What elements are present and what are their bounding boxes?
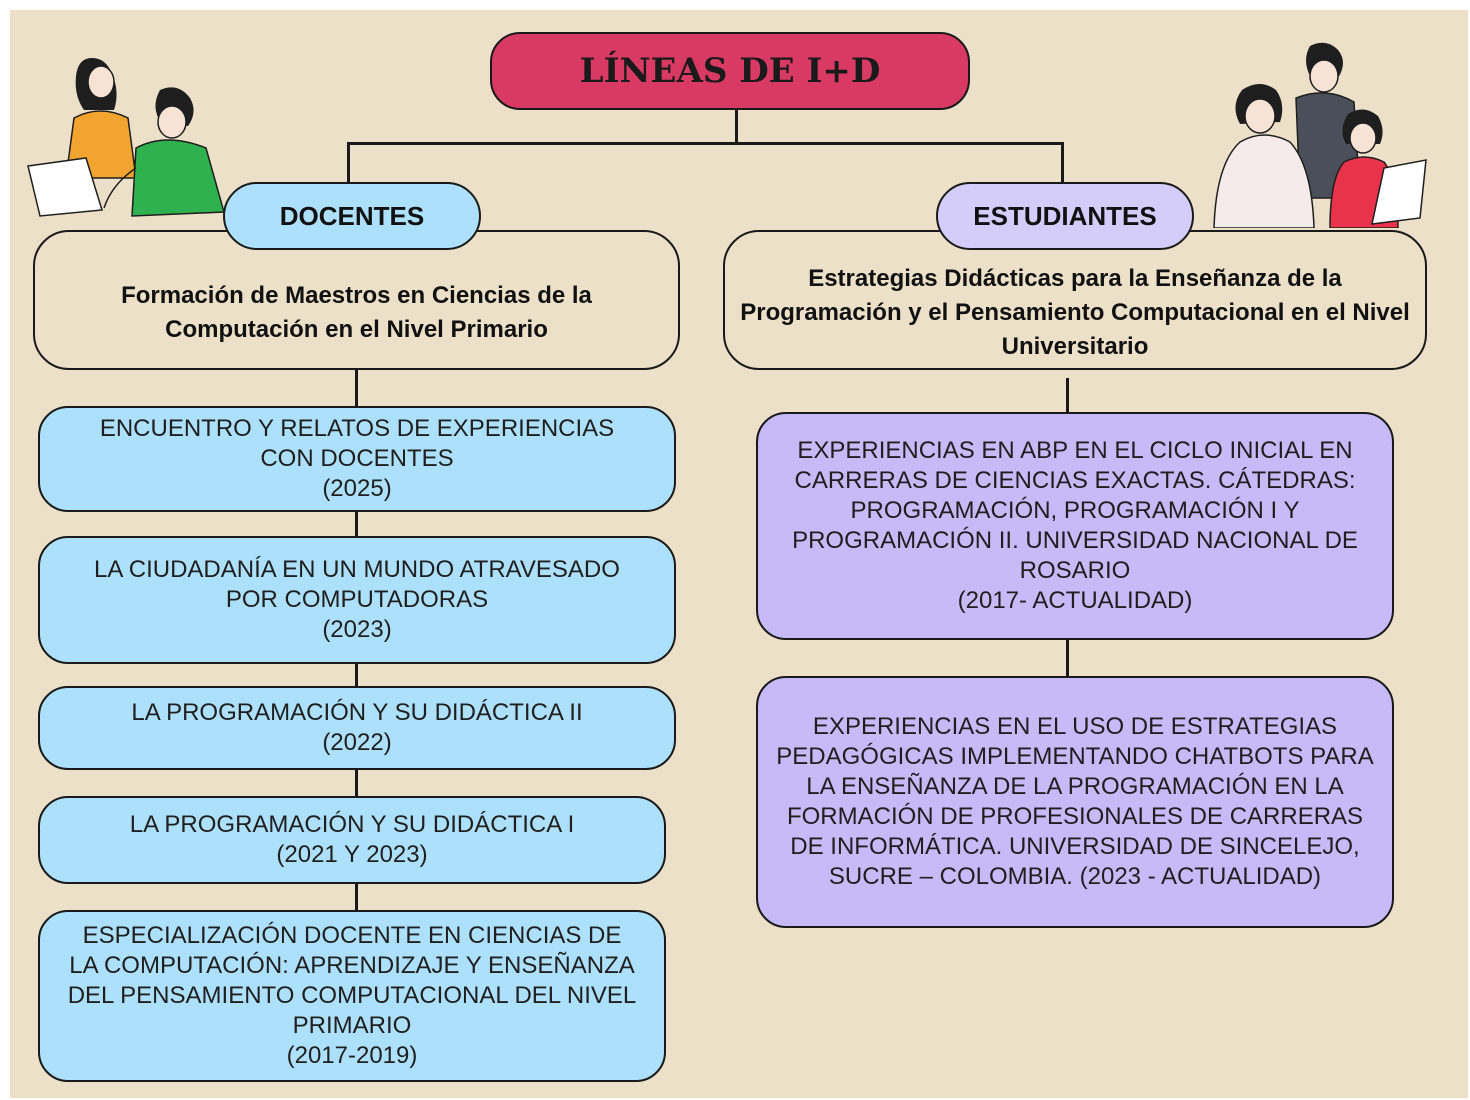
docentes-item: LA PROGRAMACIÓN Y SU DIDÁCTICA II (2022) [38, 686, 676, 770]
estudiantes-topic: Estrategias Didácticas para la Enseñanza… [723, 230, 1427, 370]
docentes-item: ESPECIALIZACIÓN DOCENTE EN CIENCIAS DE L… [38, 910, 666, 1082]
item-text: LA PROGRAMACIÓN Y SU DIDÁCTICA I [129, 811, 575, 838]
item-text: LA PROGRAMACIÓN Y SU DIDÁCTICA II [131, 699, 583, 726]
connector-line [355, 510, 358, 538]
connector-line [355, 368, 358, 408]
diagram-title: LÍNEAS DE I+D [490, 32, 970, 110]
docentes-topic: Formación de Maestros en Ciencias de la … [33, 230, 680, 370]
docentes-item: LA PROGRAMACIÓN Y SU DIDÁCTICA I (2021 Y… [38, 796, 666, 884]
docentes-item: ENCUENTRO Y RELATOS DE EXPERIENCIAS CON … [38, 406, 676, 512]
item-text: LA CIUDADANÍA EN UN MUNDO ATRAVESADO POR… [94, 556, 620, 613]
item-text: EXPERIENCIAS EN ABP EN EL CICLO INICIAL … [792, 437, 1358, 584]
diagram-canvas: LÍNEAS DE I+D Formación de Maestros en C… [10, 10, 1468, 1098]
connector-line [1066, 378, 1069, 412]
connector-line [355, 662, 358, 688]
connector-line [355, 882, 358, 912]
docentes-item: LA CIUDADANÍA EN UN MUNDO ATRAVESADO POR… [38, 536, 676, 664]
item-text: ESPECIALIZACIÓN DOCENTE EN CIENCIAS DE L… [67, 922, 637, 1039]
teachers-illustration [27, 58, 225, 217]
item-year: (2022) [322, 729, 392, 756]
item-year: (2023) [322, 616, 392, 643]
connector-line [355, 768, 358, 798]
connector-line [1066, 638, 1069, 676]
estudiantes-topic-text: Estrategias Didácticas para la Enseñanza… [740, 265, 1410, 360]
docentes-topic-text: Formación de Maestros en Ciencias de la … [121, 282, 592, 343]
connector-line [1061, 142, 1064, 186]
students-illustration [1213, 42, 1427, 228]
connector-line [347, 142, 1063, 145]
estudiantes-item: EXPERIENCIAS EN ABP EN EL CICLO INICIAL … [756, 412, 1394, 640]
item-year: (2017-2019) [286, 1042, 418, 1069]
item-year: (2017- ACTUALIDAD) [957, 587, 1193, 614]
connector-line [735, 108, 738, 144]
item-year: (2021 Y 2023) [276, 841, 428, 868]
item-year: (2025) [322, 475, 392, 502]
item-text: ENCUENTRO Y RELATOS DE EXPERIENCIAS CON … [99, 415, 615, 472]
connector-line [347, 142, 350, 186]
docentes-label: DOCENTES [223, 182, 481, 250]
estudiantes-item: EXPERIENCIAS EN EL USO DE ESTRATEGIAS PE… [756, 676, 1394, 928]
item-text: EXPERIENCIAS EN EL USO DE ESTRATEGIAS PE… [776, 713, 1374, 890]
estudiantes-label: ESTUDIANTES [936, 182, 1194, 250]
